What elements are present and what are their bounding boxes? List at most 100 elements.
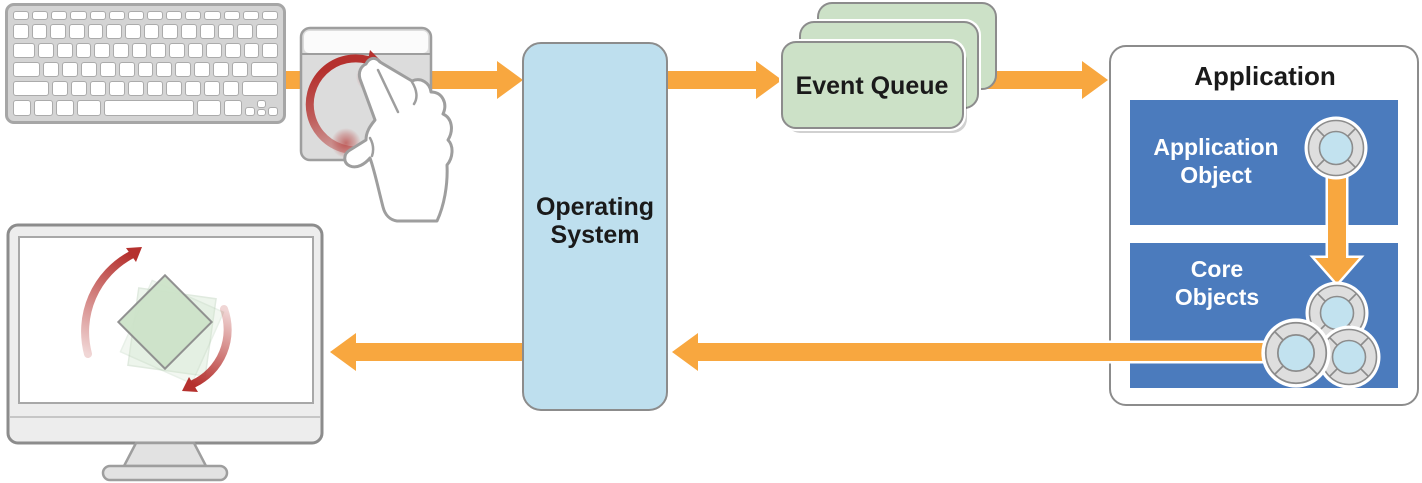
keyboard-key (162, 24, 178, 39)
keyboard-key (80, 62, 97, 77)
keyboard-key (194, 62, 211, 77)
keyboard-key (13, 24, 29, 39)
event-queue-label: Event Queue (796, 72, 949, 100)
os-label-line1: Operating (536, 193, 654, 221)
arrow-coreobjects-to-os (667, 328, 1328, 376)
keyboard-key (13, 100, 32, 116)
keyboard-key (124, 24, 141, 39)
keyboard-key (197, 100, 221, 116)
keyboard-key (70, 81, 87, 96)
keyboard-key (218, 24, 234, 39)
keyboard-key (257, 100, 266, 108)
keyboard-key (146, 11, 164, 20)
keyboard-key (143, 24, 160, 39)
trackpad-rotate-gesture-icon (299, 26, 454, 223)
keyboard-key (242, 11, 259, 20)
keyboard-key (13, 62, 41, 77)
keyboard-key (199, 24, 216, 39)
rotation-arrow-icon (81, 251, 135, 358)
keyboard-key (206, 43, 223, 58)
core-objects-label-line2: Objects (1175, 284, 1259, 310)
keyboard-key (245, 107, 256, 116)
rotation-arrowhead (126, 247, 142, 262)
rotation-arrow-icon (189, 305, 232, 388)
keyboard-key (32, 11, 49, 20)
keyboard-key (38, 43, 55, 58)
keyboard-key (34, 100, 53, 116)
keyboard-key (127, 81, 144, 96)
application-object-label-line1: Application (1153, 134, 1278, 160)
keyboard-key (137, 62, 154, 77)
keyboard-key (185, 81, 202, 96)
keyboard-key (13, 43, 36, 58)
keyboard-key (267, 107, 278, 116)
keyboard-key (43, 62, 59, 77)
keyboard-key (94, 43, 111, 58)
keyboard-key (13, 81, 49, 96)
keyboard-key (50, 24, 66, 39)
keyboard-key (51, 81, 68, 96)
keyboard-key (61, 62, 78, 77)
keyboard-key (242, 81, 278, 96)
keyboard-key (166, 11, 183, 20)
keyboard-key (108, 11, 125, 20)
keyboard-key (204, 81, 221, 96)
keyboard-key (180, 24, 197, 39)
keyboard-key (204, 11, 221, 20)
keyboard-key (103, 100, 195, 116)
keyboard-key (255, 24, 279, 39)
keyboard-key (156, 62, 173, 77)
keyboard-key (131, 43, 148, 58)
arrow-os-to-display (330, 333, 522, 371)
keyboard-key (77, 100, 101, 116)
keyboard-key (187, 43, 204, 58)
os-box: Operating System (522, 42, 668, 411)
keyboard-key (223, 81, 240, 96)
keyboard-key (70, 11, 87, 20)
keyboard-key (251, 62, 279, 77)
keyboard-key (257, 108, 266, 116)
keyboard-key (169, 43, 185, 58)
keyboard-key (108, 81, 125, 96)
display-rotated-square-icon (6, 223, 324, 482)
keyboard-key (262, 43, 279, 58)
trackpad-top-strip (304, 31, 428, 53)
life-preserver-icon (1260, 317, 1332, 389)
os-label-line2: System (551, 221, 640, 249)
keyboard-icon (5, 3, 286, 124)
life-preserver-icon (1303, 115, 1369, 181)
keyboard-key (175, 62, 192, 77)
monitor-base (101, 464, 229, 482)
application-object-label-line2: Object (1180, 162, 1252, 188)
keyboard-key (68, 24, 85, 39)
hand-two-finger-icon (343, 56, 454, 223)
keyboard-key (87, 24, 104, 39)
event-queue-card-front (781, 41, 964, 129)
keyboard-key (127, 11, 144, 20)
keyboard-key (51, 11, 68, 20)
keyboard-key (261, 11, 278, 20)
keyboard-key (113, 43, 129, 58)
keyboard-key (31, 24, 48, 39)
keyboard-key (243, 43, 260, 58)
application-title: Application (1194, 61, 1336, 91)
keyboard-key (57, 43, 73, 58)
keyboard-key (75, 43, 92, 58)
keyboard-key (213, 62, 230, 77)
keyboard-key (223, 100, 243, 116)
rotation-arrowhead (182, 377, 198, 392)
keyboard-key (99, 62, 116, 77)
keyboard-key (106, 24, 122, 39)
rotated-square (116, 273, 214, 371)
keyboard-key (13, 11, 30, 20)
keyboard-key (89, 81, 106, 96)
keyboard-key (150, 43, 167, 58)
keyboard-key (55, 100, 75, 116)
keyboard-key (185, 11, 202, 20)
core-objects-label-line1: Core (1191, 256, 1243, 282)
keyboard-key (225, 43, 241, 58)
arrow-os-to-queue (667, 61, 782, 99)
keyboard-key (166, 81, 183, 96)
